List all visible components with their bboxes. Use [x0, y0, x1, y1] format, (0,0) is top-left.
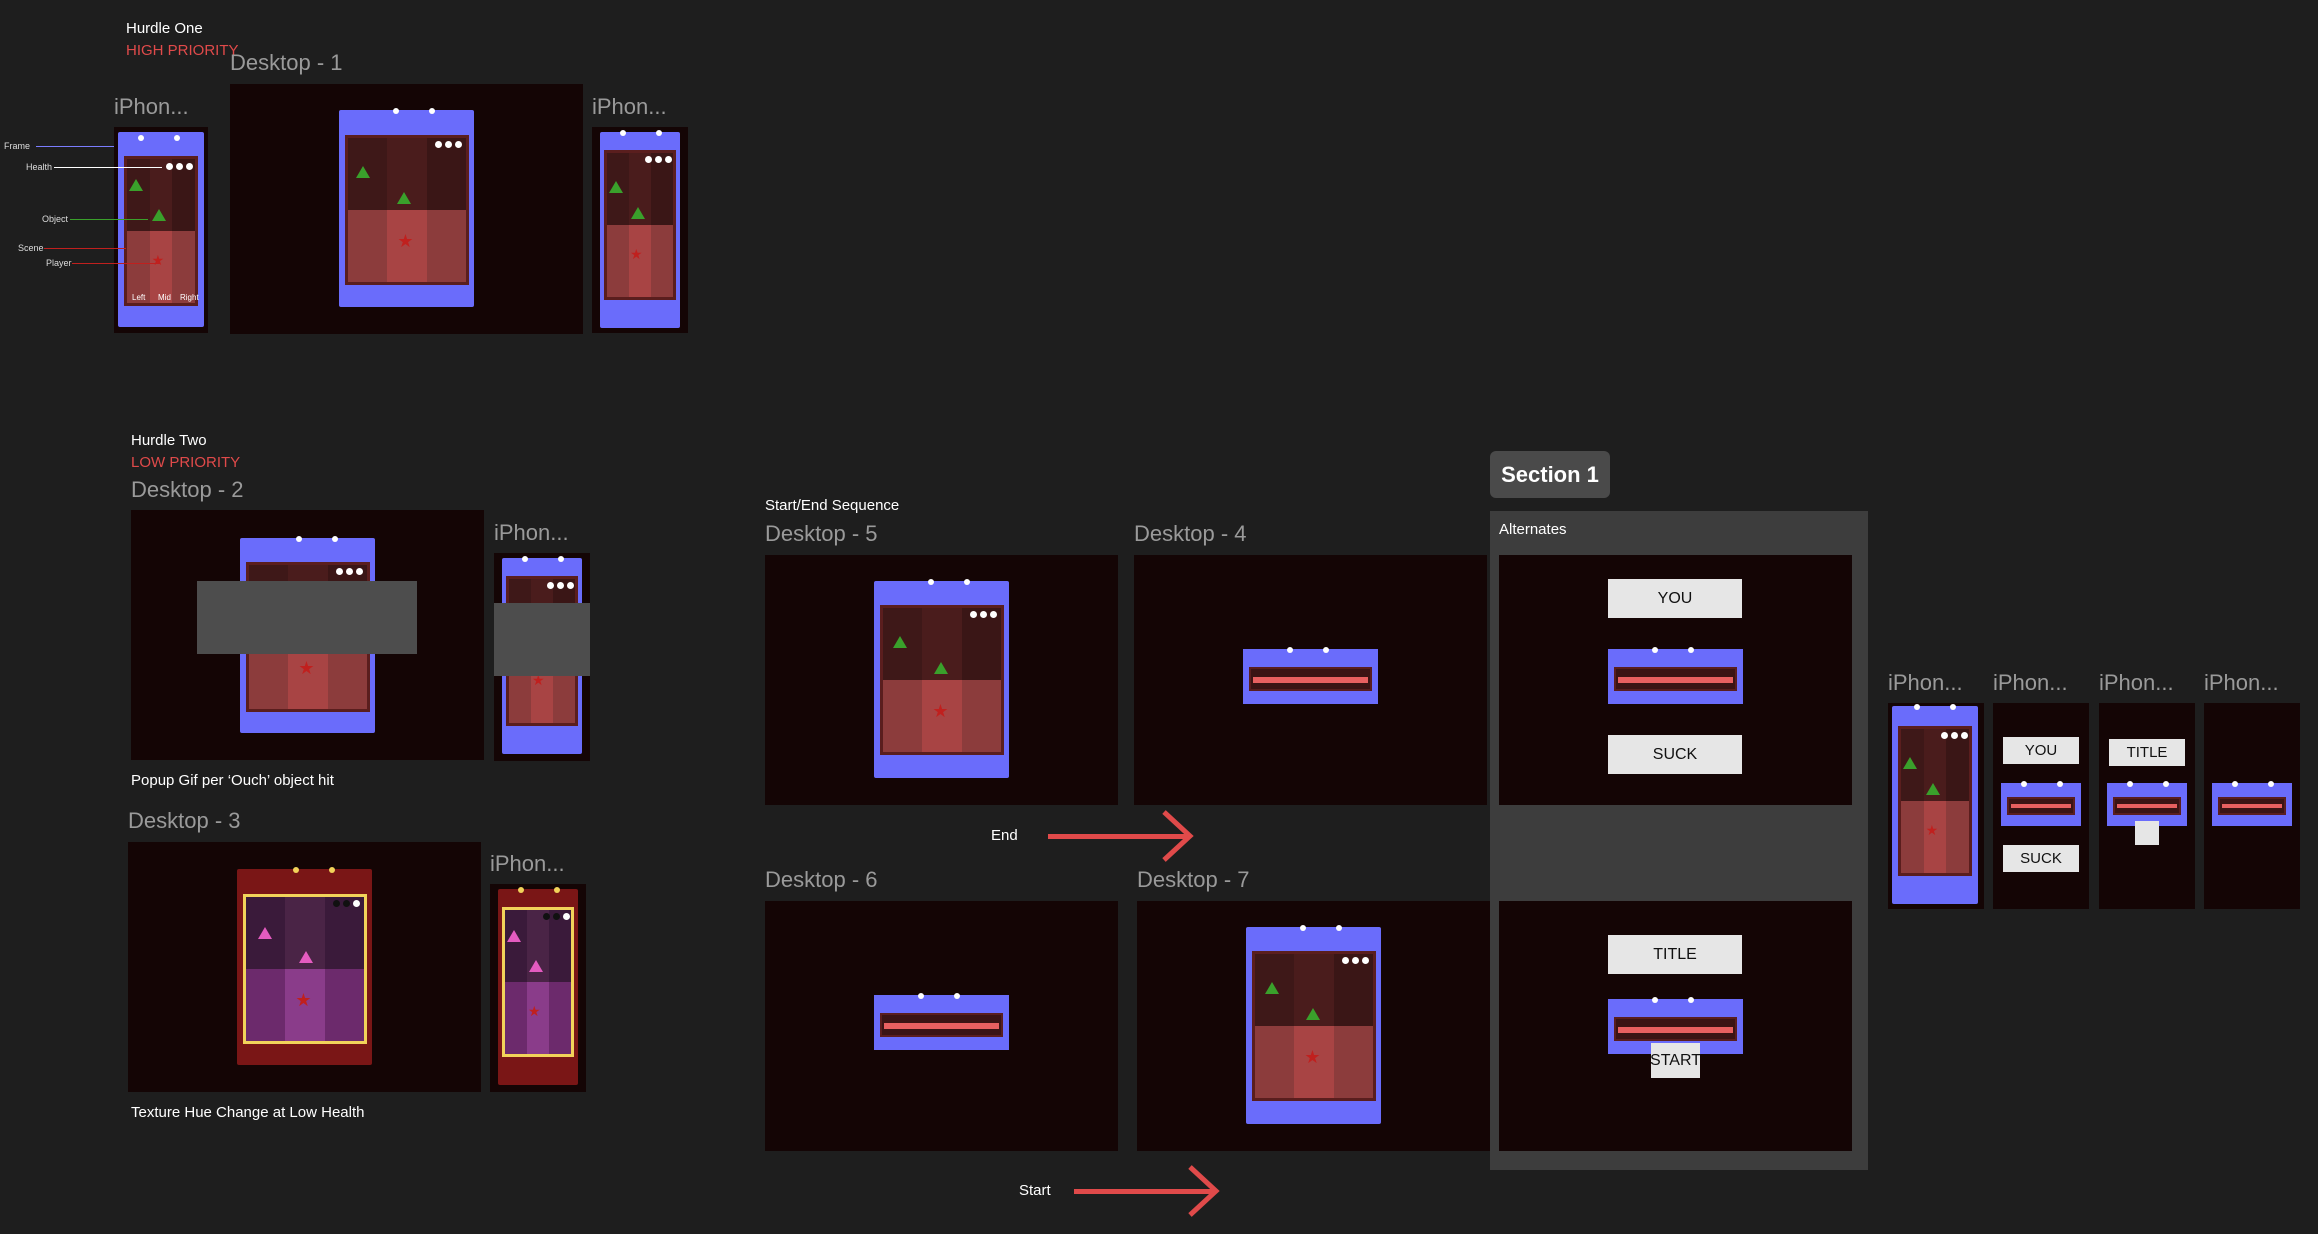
game-screen: ★: [502, 907, 574, 1057]
desktop-6-frame[interactable]: [765, 901, 1118, 1151]
iphone-frame-4[interactable]: ★: [1888, 703, 1984, 909]
game-device-low-health: ★: [237, 867, 372, 1065]
game-device: ★: [874, 579, 1009, 778]
iphone-frame-6[interactable]: TITLE: [2099, 703, 2195, 909]
game-device-low-health: ★: [498, 887, 578, 1085]
suck-label: SUCK: [1608, 735, 1742, 774]
suck-label: SUCK: [2003, 845, 2079, 872]
lane-mid-label: Mid: [158, 293, 171, 302]
game-screen: ★: [345, 135, 469, 285]
frame-title-desktop-4[interactable]: Desktop - 4: [1134, 521, 1247, 546]
start-arrow-line: [1074, 1189, 1214, 1194]
game-screen: ★: [1252, 951, 1376, 1101]
desktop-4-frame[interactable]: [1134, 555, 1487, 805]
you-label: YOU: [1608, 579, 1742, 618]
game-device: ★: [339, 108, 474, 307]
start-end-title: Start/End Sequence: [765, 497, 900, 514]
frame-title-desktop-5[interactable]: Desktop - 5: [765, 521, 878, 546]
end-arrow-icon: [1162, 810, 1194, 862]
game-screen: ★: [243, 894, 367, 1044]
frame-title-iphone-2[interactable]: iPhon...: [494, 520, 569, 545]
annotation-scene: Scene: [18, 243, 44, 253]
frame-title-iphone-4[interactable]: iPhon...: [1888, 670, 1963, 695]
iphone-frame-2[interactable]: ★: [494, 553, 590, 761]
iphone-frame-7[interactable]: [2204, 703, 2300, 909]
game-screen: ★: [880, 605, 1004, 755]
lane-right-label: Right: [180, 293, 199, 302]
section-panel: Alternates YOU SUCK TITLE START: [1490, 511, 1868, 1170]
end-arrow-line: [1048, 834, 1188, 839]
frame-title-desktop-2[interactable]: Desktop - 2: [131, 477, 244, 502]
desktop-1-frame[interactable]: ★: [230, 84, 583, 334]
frame-title-iphone-3[interactable]: iPhon...: [490, 851, 565, 876]
lane-left-label: Left: [132, 293, 146, 302]
game-screen: ★: [1898, 726, 1972, 876]
caption-texture: Texture Hue Change at Low Health: [131, 1104, 365, 1121]
annotation-player: Player: [46, 258, 72, 268]
ouch-popup: [494, 603, 590, 676]
hurdle-two-priority: LOW PRIORITY: [131, 454, 241, 471]
alternate-start-frame[interactable]: TITLE START: [1499, 901, 1852, 1151]
iphone-frame-1a[interactable]: ★ Left Mid Right: [114, 127, 208, 333]
collapsed-device: [1243, 647, 1378, 704]
caption-popup: Popup Gif per ‘Ouch’ object hit: [131, 772, 334, 789]
frame-title-iphone-1b[interactable]: iPhon...: [592, 94, 667, 119]
hurdle-one-priority: HIGH PRIORITY: [126, 42, 239, 59]
start-button[interactable]: START: [1650, 1043, 1701, 1078]
start-label: Start: [1019, 1182, 1051, 1199]
start-button-mini[interactable]: [2135, 821, 2159, 845]
alternate-end-frame[interactable]: YOU SUCK: [1499, 555, 1852, 805]
desktop-7-frame[interactable]: ★: [1137, 901, 1490, 1151]
frame-title-desktop-3[interactable]: Desktop - 3: [128, 808, 241, 833]
arrow-object: [70, 219, 148, 220]
annotation-health: Health: [26, 162, 53, 172]
iphone-frame-3[interactable]: ★: [490, 884, 586, 1092]
collapsed-device: [2107, 781, 2187, 826]
desktop-5-frame[interactable]: ★: [765, 555, 1118, 805]
frame-title-iphone-6[interactable]: iPhon...: [2099, 670, 2174, 695]
frame-title-desktop-1[interactable]: Desktop - 1: [230, 50, 343, 75]
iphone-frame-5[interactable]: YOU SUCK: [1993, 703, 2089, 909]
arrow-player: [72, 263, 160, 264]
title-label: TITLE: [2109, 739, 2185, 766]
game-device: ★: [1246, 925, 1381, 1124]
frame-title-iphone-1a[interactable]: iPhon...: [114, 94, 189, 119]
iphone-frame-1b[interactable]: ★: [592, 127, 688, 333]
arrow-health: [54, 167, 162, 168]
game-device: ★ Left Mid Right: [118, 132, 204, 327]
collapsed-device: [2001, 781, 2081, 826]
desktop-2-frame[interactable]: ★: [131, 510, 484, 760]
game-device: ★: [1892, 704, 1978, 904]
frame-title-desktop-6[interactable]: Desktop - 6: [765, 867, 878, 892]
hurdle-two-title: Hurdle Two: [131, 432, 207, 449]
collapsed-device: [1608, 647, 1743, 704]
arrow-frame: [36, 146, 114, 147]
frame-title-desktop-7[interactable]: Desktop - 7: [1137, 867, 1250, 892]
section-badge[interactable]: Section 1: [1490, 451, 1610, 498]
you-label: YOU: [2003, 737, 2079, 764]
annotation-object: Object: [42, 214, 69, 224]
arrow-scene: [44, 248, 126, 249]
desktop-3-frame[interactable]: ★: [128, 842, 481, 1092]
collapsed-device: [874, 993, 1009, 1050]
game-screen: ★: [124, 156, 198, 306]
frame-title-iphone-5[interactable]: iPhon...: [1993, 670, 2068, 695]
start-arrow-icon: [1188, 1165, 1220, 1217]
game-screen: ★: [604, 150, 676, 300]
end-label: End: [991, 827, 1018, 844]
section-subtitle: Alternates: [1499, 521, 1567, 538]
ouch-popup: [197, 581, 417, 654]
collapsed-device: [2212, 781, 2292, 826]
frame-title-iphone-7[interactable]: iPhon...: [2204, 670, 2279, 695]
annotation-frame: Frame: [4, 141, 31, 151]
game-device: ★: [600, 130, 680, 328]
hurdle-one-title: Hurdle One: [126, 20, 203, 37]
title-label: TITLE: [1608, 935, 1742, 974]
